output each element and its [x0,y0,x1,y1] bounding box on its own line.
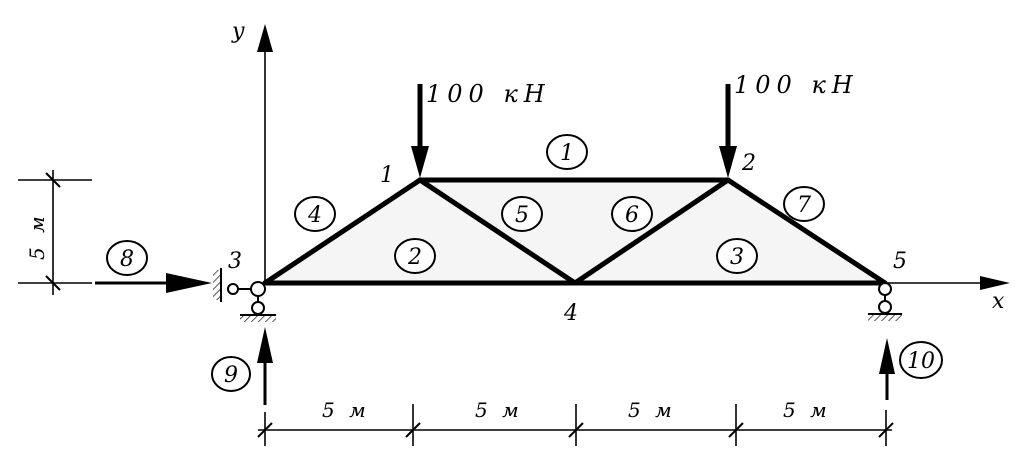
support-link-number-8: 8 [106,240,148,276]
left-support-pin [250,281,266,297]
span-label-1: 5 м [322,398,370,422]
span-label-3: 5 м [628,398,676,422]
member-number-5: 5 [501,196,543,232]
svg-text:7: 7 [797,193,811,218]
member-number-4: 4 [294,196,336,232]
left-support-hatch [240,315,276,322]
right-support-base-hinge [878,300,892,314]
svg-text:3: 3 [730,245,744,270]
span-tick-4 [878,422,894,438]
node-label-2: 2 [741,151,756,176]
span-label-4: 5 м [783,398,831,422]
load-label-2: 100 кН [734,71,859,99]
node-label-4: 4 [563,301,578,326]
span-tick-3 [728,422,744,438]
member-diagonal-5 [417,177,578,286]
support-link-number-9: 9 [211,356,251,392]
y-axis-label: y [231,19,245,44]
svg-text:5: 5 [515,203,529,228]
svg-text:10: 10 [907,349,935,374]
span-tick-0 [257,422,273,438]
node-label-5: 5 [893,249,907,274]
member-number-1: 1 [546,134,588,170]
height-dim-label: 5 м [25,212,49,260]
member-number-6: 6 [611,196,653,232]
member-number-3: 3 [716,238,758,274]
x-axis-arrowhead [980,276,1010,290]
svg-text:9: 9 [224,363,238,388]
support-link-10-arrowhead [879,338,895,374]
node-label-1: 1 [380,163,394,188]
member-number-2: 2 [394,238,436,274]
height-dim-tick-top [45,172,61,188]
svg-text:6: 6 [625,203,639,228]
x-axis-label: x [992,289,1005,314]
member-right-diagonal [725,177,888,286]
load-arrowhead-2 [719,146,737,178]
load-label-1: 100 кН [426,80,551,108]
height-dim-tick-bottom [45,275,61,291]
load-arrowhead-1 [411,146,429,178]
left-support-base-hinge [251,301,265,315]
left-wall-hatch [213,270,221,300]
horizontal-link-hinge-left [227,283,239,295]
svg-text:4: 4 [307,203,322,228]
support-link-number-10: 10 [899,341,943,379]
node-label-3: 3 [228,249,242,274]
svg-text:1: 1 [560,141,574,166]
span-tick-2 [568,422,584,438]
svg-text:8: 8 [120,247,134,272]
support-link-8-arrowhead [166,273,212,293]
span-tick-1 [405,422,421,438]
member-diagonal-6 [572,177,731,286]
svg-text:2: 2 [407,245,422,270]
span-label-2: 5 м [475,398,523,422]
member-number-7: 7 [783,186,825,222]
y-axis-arrowhead [257,24,273,52]
member-left-diagonal [262,177,423,286]
support-link-9-arrowhead [257,327,273,363]
right-support-pin [878,282,892,296]
right-support-hatch [868,314,902,321]
